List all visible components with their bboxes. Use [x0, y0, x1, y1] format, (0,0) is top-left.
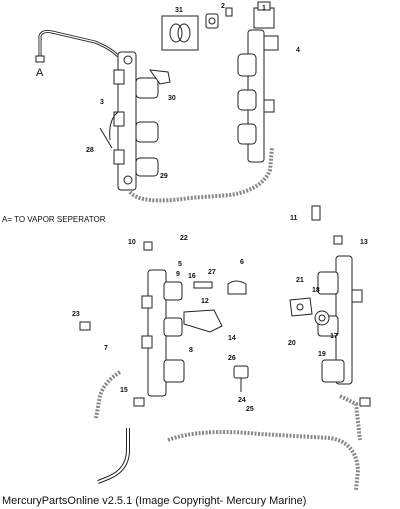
- callout-5: 5: [178, 261, 182, 268]
- lower-fuel-rail-assembly: [79, 205, 371, 491]
- callout-18: 18: [312, 287, 320, 294]
- callout-labels: 1 2 3 4 28 29 30 31 5 6 7 8 9 10 11 12 1…: [72, 3, 368, 413]
- callout-25: 25: [246, 406, 254, 413]
- callout-24: 24: [238, 397, 246, 404]
- callout-13: 13: [360, 239, 368, 246]
- callout-19: 19: [318, 351, 326, 358]
- callout-6: 6: [240, 259, 244, 266]
- callout-23: 23: [72, 311, 80, 318]
- callout-30: 30: [168, 95, 176, 102]
- right-fuel-rail: [237, 1, 279, 163]
- lower-braided-hose: [167, 430, 361, 491]
- callout-14: 14: [228, 335, 236, 342]
- callout-12: 12: [201, 298, 209, 305]
- vapor-hose: [38, 30, 120, 58]
- footer-caption: MercuryPartsOnline v2.5.1 (Image Copyrig…: [2, 495, 307, 507]
- callout-1: 1: [262, 5, 266, 12]
- callout-11: 11: [290, 215, 298, 222]
- callout-27: 27: [208, 269, 216, 276]
- left-fuel-rail: [113, 51, 159, 191]
- upper-fuel-rail-assembly: [35, 1, 279, 203]
- left-supply-hose: [97, 428, 130, 484]
- callout-8: 8: [189, 347, 193, 354]
- lower-right-hose: [339, 394, 362, 441]
- callout-21: 21: [296, 277, 304, 284]
- callout-31: 31: [175, 7, 183, 14]
- left-braided-hose: [94, 370, 122, 419]
- callout-9: 9: [176, 271, 180, 278]
- callout-22: 22: [180, 235, 188, 242]
- callout-16: 16: [188, 273, 196, 280]
- view-letter-a: A: [36, 67, 44, 79]
- callout-7: 7: [104, 345, 108, 352]
- callout-3: 3: [100, 99, 104, 106]
- callout-26: 26: [228, 355, 236, 362]
- lower-left-fuel-rail: [141, 269, 185, 397]
- braided-fuel-hose: [128, 147, 274, 203]
- vapor-separator-note: A= TO VAPOR SEPERATOR: [2, 215, 106, 224]
- callout-4: 4: [296, 47, 300, 54]
- callout-17: 17: [330, 333, 338, 340]
- callout-10: 10: [128, 239, 136, 246]
- callout-20: 20: [288, 340, 296, 347]
- callout-28: 28: [86, 147, 94, 154]
- callout-29: 29: [160, 173, 168, 180]
- callout-15: 15: [120, 387, 128, 394]
- callout-2: 2: [221, 3, 225, 10]
